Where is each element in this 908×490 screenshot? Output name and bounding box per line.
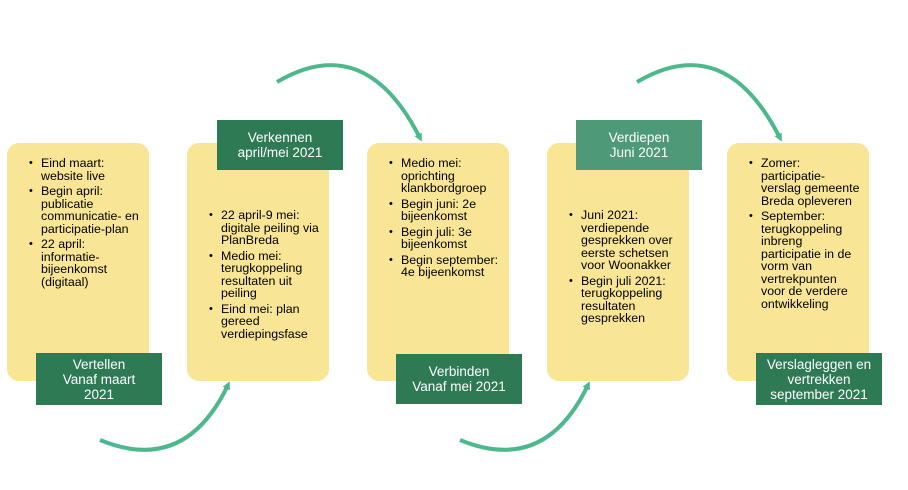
- list-item: Juni 2021: verdiepende gesprekken over e…: [569, 209, 681, 272]
- list-item: Begin juni: 2e bijeenkomst: [389, 197, 501, 223]
- phase-card-verslagleggen: Zomer: participatie-verslag gemeente Bre…: [727, 143, 869, 381]
- phase-items: Zomer: participatie-verslag gemeente Bre…: [735, 157, 861, 310]
- label-line: Juni 2021: [609, 145, 669, 160]
- phase-card-verbinden: Medio mei: oprichting klankbordgroep Beg…: [367, 143, 509, 381]
- arrow-4-to-5: [635, 63, 782, 142]
- label-line: april/mei 2021: [237, 145, 323, 160]
- list-item: Begin april: publicatie communicatie- en…: [29, 185, 141, 235]
- list-item: Medio mei: terugkoppeling resultaten uit…: [209, 249, 321, 300]
- label-line: Vertellen: [72, 356, 126, 372]
- list-item: Begin juli 2021: terugkoppeling resultat…: [569, 274, 681, 325]
- phase-label-verslagleggen: Verslagleggen en vertrekken september 20…: [756, 353, 882, 405]
- arrow-3-to-4: [459, 381, 590, 452]
- phase-items: Juni 2021: verdiepende gesprekken over e…: [555, 209, 681, 325]
- list-item: Medio mei: oprichting klankbordgroep: [389, 157, 501, 195]
- phase-items: Medio mei: oprichting klankbordgroep Beg…: [375, 157, 501, 279]
- list-item: Begin juli: 3e bijeenkomst: [389, 225, 501, 251]
- label-line: Verslagleggen en: [766, 356, 872, 372]
- list-item: 22 april: informatie-bijeenkomst (digita…: [29, 238, 141, 288]
- list-item: 22 april-9 mei: digitale peiling via Pla…: [209, 209, 321, 247]
- phase-items: Eind maart: website live Begin april: pu…: [15, 157, 141, 288]
- label-line: 2021: [83, 386, 115, 402]
- phase-card-verdiepen: Juni 2021: verdiepende gesprekken over e…: [547, 143, 689, 381]
- phase-label-vertellen: Vertellen Vanaf maart 2021: [36, 353, 162, 405]
- label-line: Verbinden: [428, 364, 490, 379]
- list-item: Zomer: participatie-verslag gemeente Bre…: [749, 157, 861, 207]
- label-line: september 2021: [770, 386, 868, 402]
- phase-items: 22 april-9 mei: digitale peiling via Pla…: [195, 209, 321, 340]
- list-item: September: terugkoppeling inbreng partic…: [749, 210, 861, 310]
- label-line: Verkennen: [247, 130, 313, 145]
- phase-label-verdiepen: Verdiepen Juni 2021: [576, 120, 702, 170]
- phase-label-verbinden: Verbinden Vanaf mei 2021: [396, 354, 522, 404]
- arrow-2-to-3: [275, 63, 422, 142]
- label-line: Vanaf maart: [62, 371, 136, 387]
- arrow-1-to-2: [99, 381, 230, 452]
- label-line: vertrekken: [787, 371, 851, 387]
- phase-label-verkennen: Verkennen april/mei 2021: [217, 120, 343, 170]
- list-item: Begin september: 4e bijeenkomst: [389, 253, 501, 279]
- label-line: Vanaf mei 2021: [412, 379, 506, 394]
- phase-card-vertellen: Eind maart: website live Begin april: pu…: [7, 143, 149, 381]
- label-line: Verdiepen: [608, 130, 670, 145]
- list-item: Eind maart: website live: [29, 157, 141, 182]
- phase-card-verkennen: 22 april-9 mei: digitale peiling via Pla…: [187, 143, 329, 381]
- list-item: Eind mei: plan gereed verdiepingsfase: [209, 302, 321, 341]
